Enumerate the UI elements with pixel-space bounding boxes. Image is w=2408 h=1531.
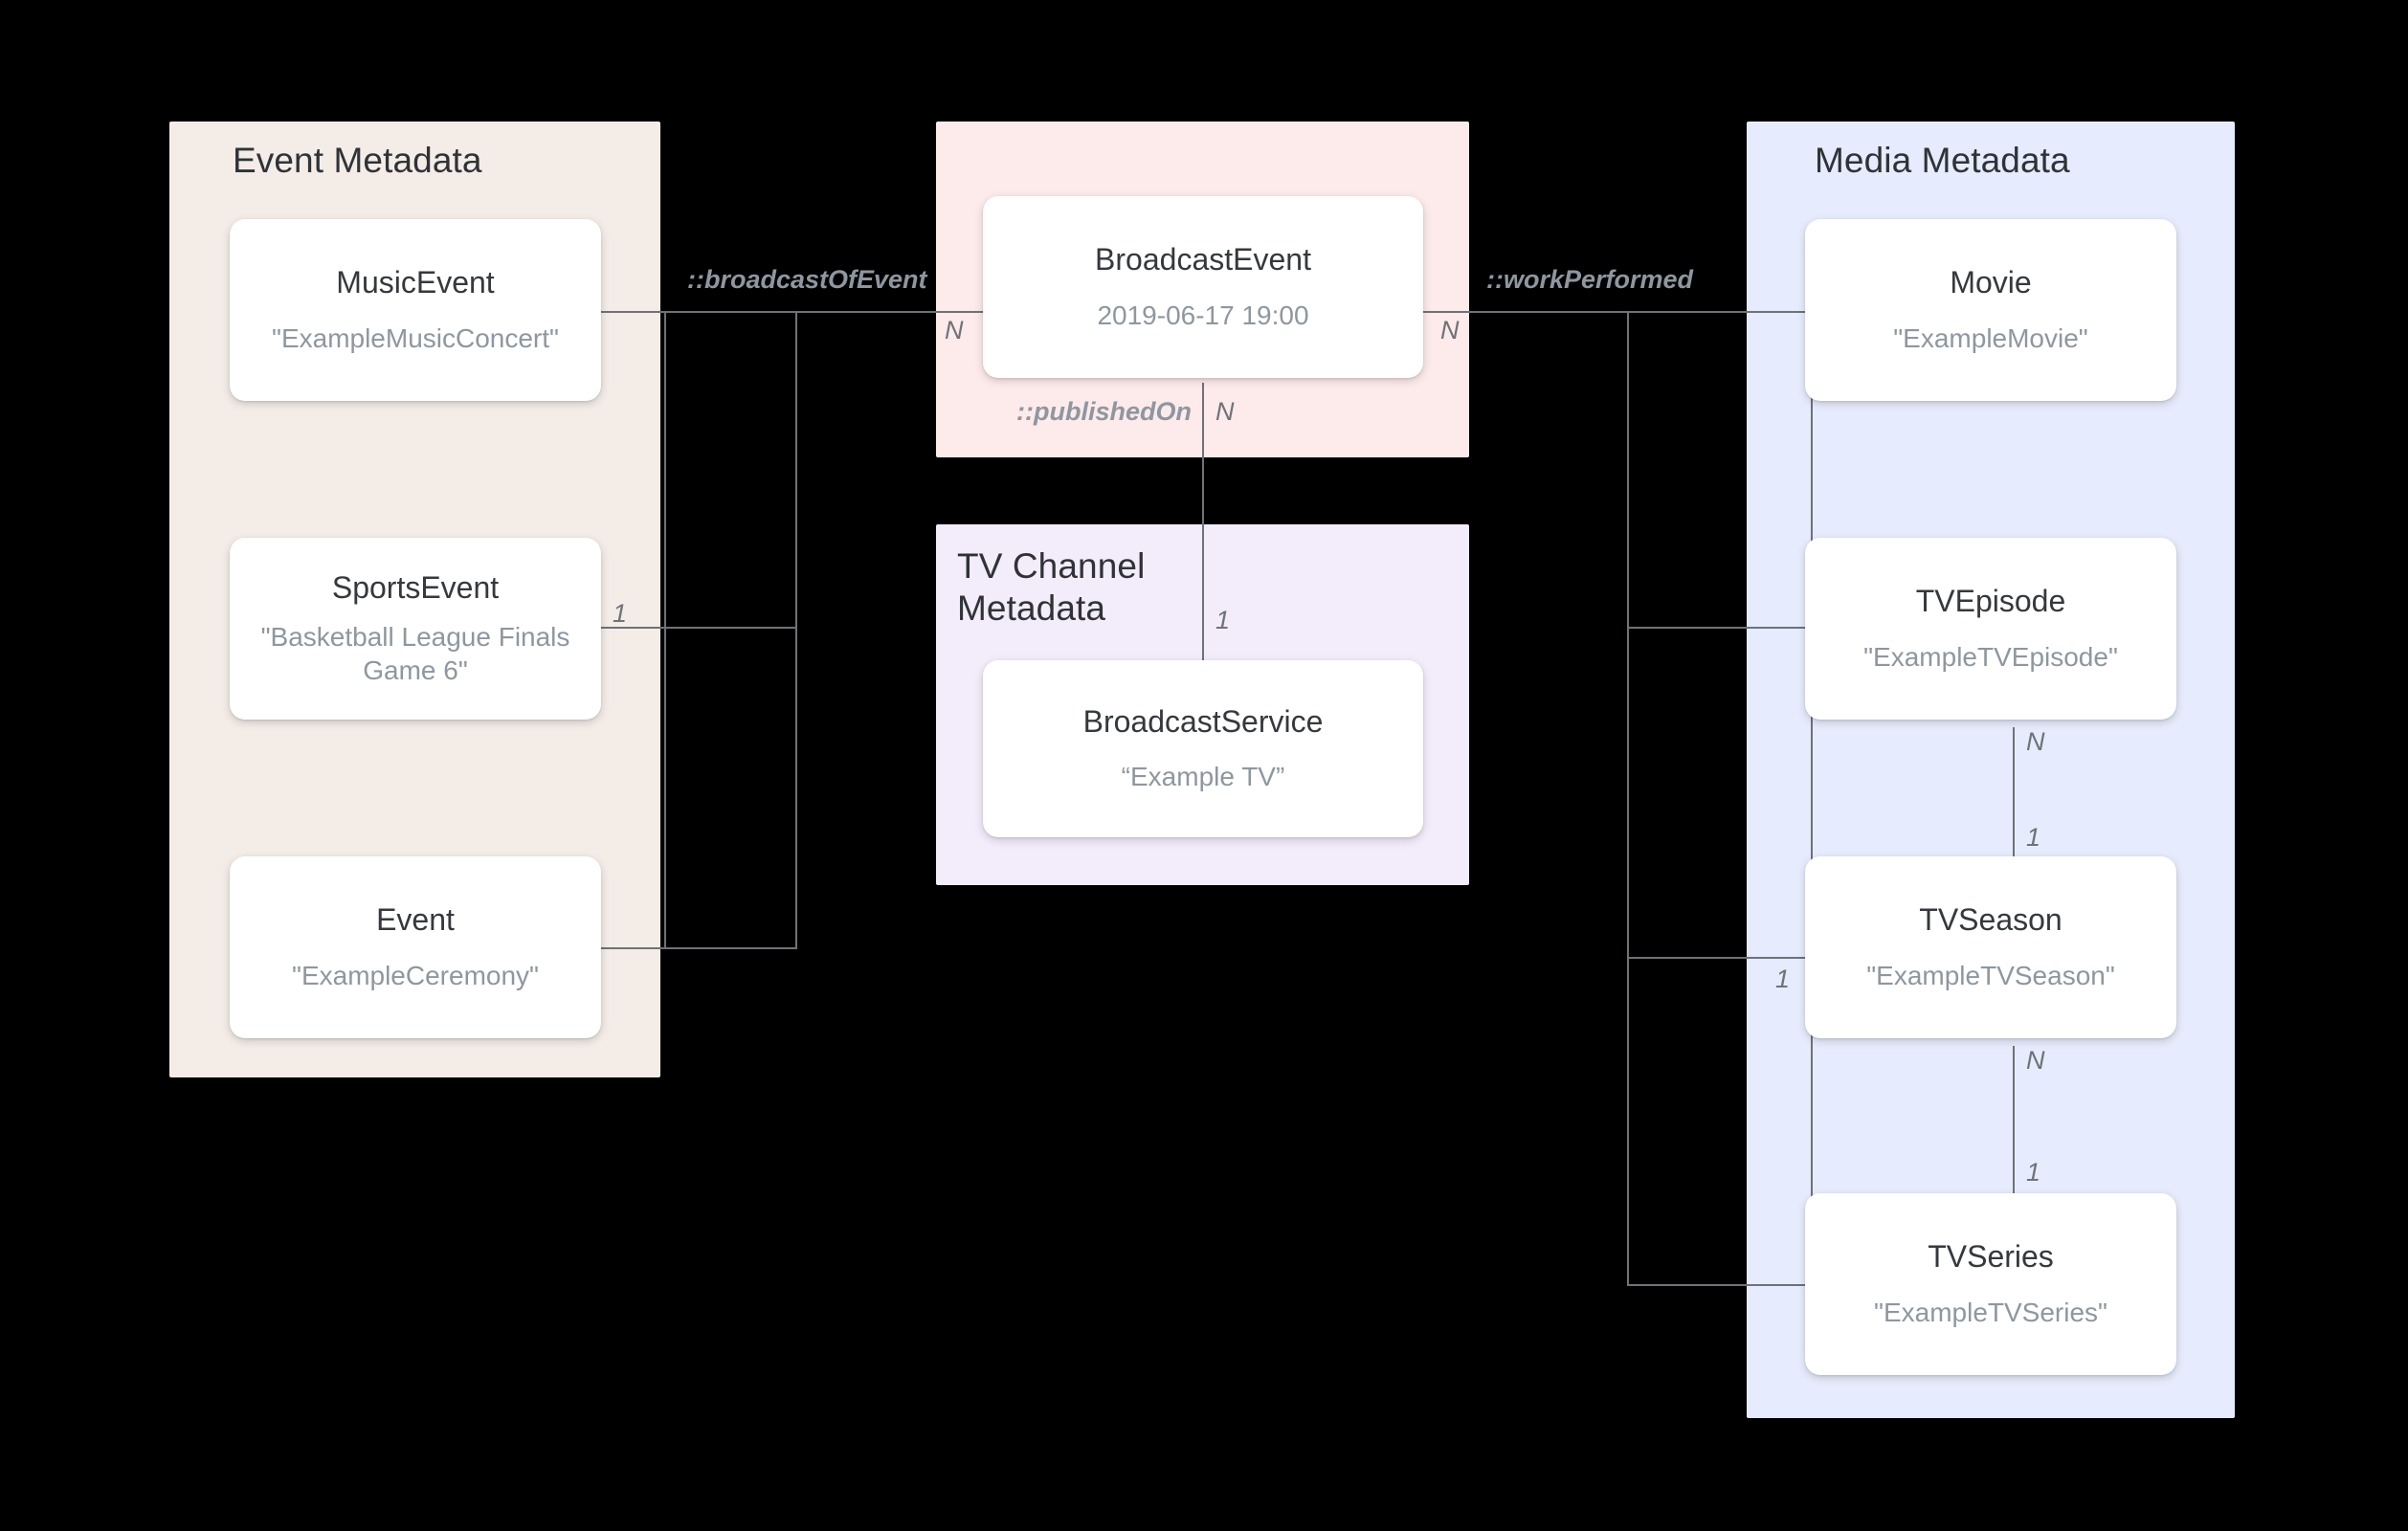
node-class-name: Movie [1950, 265, 2032, 300]
node-value: "ExampleTVSeason" [1866, 960, 2115, 990]
node-value: "ExampleTVEpisode" [1863, 641, 2118, 672]
edge-bus-media-inner-v-3 [1811, 957, 1813, 1284]
multiplicity-work-performed-source: N [1440, 316, 1460, 344]
node-value: "ExampleTVSeries" [1874, 1297, 2107, 1327]
node-sports-event[interactable]: SportsEvent "Basketball League Finals Ga… [230, 538, 601, 720]
edge-bus-media-inner-v-1 [1811, 311, 1813, 627]
edge-bus-events-v [795, 311, 797, 949]
multiplicity-season-series-n: N [2026, 1046, 2045, 1075]
edge-bus-events-inner-v [664, 311, 666, 949]
node-class-name: TVEpisode [1915, 584, 2066, 619]
node-value: "ExampleMovie" [1893, 322, 2088, 353]
edge-line-sports-event-h [601, 627, 796, 629]
edge-line-published-on-v [1202, 383, 1204, 660]
node-tv-series[interactable]: TVSeries "ExampleTVSeries" [1805, 1193, 2176, 1375]
multiplicity-broadcast-of-event-source: 1 [613, 599, 628, 628]
node-class-name: Event [376, 902, 455, 938]
multiplicity-published-on-source: N [1215, 397, 1235, 426]
node-value: "ExampleMusicConcert" [272, 322, 559, 353]
edge-line-broadcast-of-event-h [795, 311, 983, 313]
node-class-name: MusicEvent [336, 265, 495, 300]
edge-label-work-performed: ::workPerformed [1486, 265, 1694, 294]
node-class-name: BroadcastService [1082, 703, 1324, 739]
node-value: "Basketball League Finals Game 6" [260, 622, 570, 686]
edge-bus-media-inner-v-2 [1811, 627, 1813, 957]
multiplicity-episode-season-1: 1 [2026, 823, 2041, 852]
multiplicity-season-left-1: 1 [1775, 965, 1791, 993]
group-title-media-metadata: Media Metadata [1815, 141, 2070, 180]
edge-line-tv-series-h [1627, 1284, 1820, 1286]
node-tv-season[interactable]: TVSeason "ExampleTVSeason" [1805, 856, 2176, 1038]
edge-line-tv-season-h [1627, 957, 1820, 959]
node-tv-episode[interactable]: TVEpisode "ExampleTVEpisode" [1805, 538, 2176, 720]
edge-label-broadcast-of-event: ::broadcastOfEvent [687, 265, 927, 294]
node-music-event[interactable]: MusicEvent "ExampleMusicConcert" [230, 219, 601, 401]
edge-line-music-event-h [601, 311, 796, 313]
edge-line-work-performed-h [1423, 311, 1820, 313]
node-class-name: TVSeason [1919, 902, 2062, 938]
edge-line-episode-season-v [2013, 727, 2015, 933]
multiplicity-published-on-target: 1 [1215, 606, 1231, 634]
group-title-event-metadata: Event Metadata [233, 141, 482, 180]
multiplicity-episode-season-n: N [2026, 727, 2045, 756]
multiplicity-broadcast-of-event-target: N [945, 316, 964, 344]
edge-line-tv-episode-h [1627, 627, 1820, 629]
node-broadcast-event[interactable]: BroadcastEvent 2019-06-17 19:00 [983, 196, 1423, 378]
node-value: “Example TV” [1121, 762, 1285, 792]
node-class-name: TVSeries [1928, 1239, 2054, 1275]
node-movie[interactable]: Movie "ExampleMovie" [1805, 219, 2176, 401]
node-class-name: BroadcastEvent [1095, 242, 1311, 277]
node-broadcast-service[interactable]: BroadcastService “Example TV” [983, 660, 1423, 837]
group-title-tv-channel-metadata: TV Channel Metadata [957, 546, 1146, 628]
node-value: "ExampleCeremony" [292, 960, 539, 990]
node-value: 2019-06-17 19:00 [1097, 300, 1309, 330]
node-class-name: SportsEvent [331, 570, 500, 606]
multiplicity-season-series-1: 1 [2026, 1158, 2041, 1187]
edge-bus-media-v [1627, 311, 1629, 1285]
edge-line-event-h [601, 947, 796, 949]
edge-label-published-on: ::publishedOn [1016, 397, 1192, 426]
node-event[interactable]: Event "ExampleCeremony" [230, 856, 601, 1038]
edge-line-season-series-v [2013, 1046, 2015, 1261]
